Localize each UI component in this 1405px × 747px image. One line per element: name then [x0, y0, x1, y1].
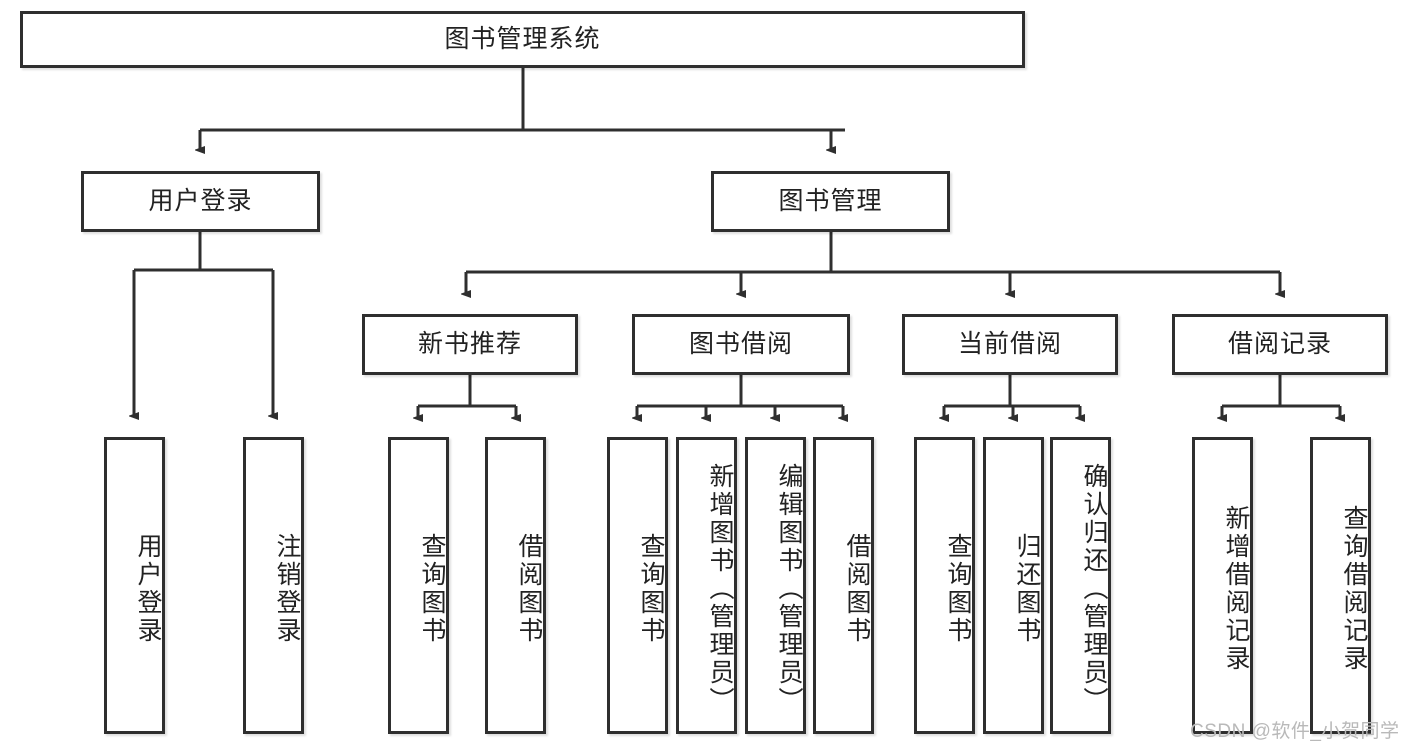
- leaf-borrow-query-book-label: 查询图书: [637, 532, 665, 645]
- leaf-records-add-record-label: 新增借阅记录: [1222, 504, 1250, 673]
- leaf-logout[interactable]: 注销登录: [243, 437, 304, 734]
- node-borrow-records[interactable]: 借阅记录: [1172, 314, 1388, 375]
- node-root[interactable]: 图书管理系统: [20, 11, 1025, 68]
- leaf-borrow-query-book[interactable]: 查询图书: [607, 437, 668, 734]
- leaf-current-return-book-label: 归还图书: [1013, 532, 1041, 645]
- leaf-borrow-add-book-admin[interactable]: 新增图书（管理员）: [676, 437, 737, 734]
- node-book-management[interactable]: 图书管理: [711, 171, 950, 232]
- node-current-borrow[interactable]: 当前借阅: [902, 314, 1118, 375]
- leaf-borrow-edit-book-admin[interactable]: 编辑图书（管理员）: [745, 437, 806, 734]
- leaf-current-query-book[interactable]: 查询图书: [914, 437, 975, 734]
- node-new-book-recommend[interactable]: 新书推荐: [362, 314, 578, 375]
- leaf-borrow-borrow-book[interactable]: 借阅图书: [813, 437, 874, 734]
- leaf-user-login[interactable]: 用户登录: [104, 437, 165, 734]
- node-book-borrow-label: 图书借阅: [688, 329, 793, 358]
- leaf-current-query-book-label: 查询图书: [944, 532, 972, 645]
- leaf-current-return-book[interactable]: 归还图书: [983, 437, 1044, 734]
- leaf-newbooks-borrow-book-label: 借阅图书: [515, 532, 543, 645]
- leaf-records-query-record-label: 查询借阅记录: [1340, 504, 1368, 673]
- leaf-user-login-label: 用户登录: [134, 532, 162, 645]
- leaf-current-confirm-return-admin-label: 确认归还（管理员）: [1080, 462, 1108, 715]
- node-book-management-label: 图书管理: [778, 186, 883, 215]
- node-user-login[interactable]: 用户登录: [81, 171, 320, 232]
- node-user-login-label: 用户登录: [148, 186, 253, 215]
- node-borrow-records-label: 借阅记录: [1227, 329, 1332, 358]
- node-current-borrow-label: 当前借阅: [957, 329, 1062, 358]
- leaf-borrow-edit-book-admin-label: 编辑图书（管理员）: [775, 462, 803, 715]
- node-book-borrow[interactable]: 图书借阅: [632, 314, 850, 375]
- csdn-watermark: CSDN @软件_小贺同学: [1190, 721, 1400, 742]
- leaf-logout-label: 注销登录: [273, 532, 301, 645]
- leaf-newbooks-query-book[interactable]: 查询图书: [388, 437, 449, 734]
- leaf-records-query-record[interactable]: 查询借阅记录: [1310, 437, 1371, 734]
- leaf-newbooks-borrow-book[interactable]: 借阅图书: [485, 437, 546, 734]
- node-new-book-recommend-label: 新书推荐: [417, 329, 522, 358]
- node-root-label: 图书管理系统: [444, 24, 601, 53]
- leaf-borrow-borrow-book-label: 借阅图书: [843, 532, 871, 645]
- leaf-borrow-add-book-admin-label: 新增图书（管理员）: [706, 462, 734, 715]
- leaf-newbooks-query-book-label: 查询图书: [418, 532, 446, 645]
- leaf-current-confirm-return-admin[interactable]: 确认归还（管理员）: [1050, 437, 1111, 734]
- leaf-records-add-record[interactable]: 新增借阅记录: [1192, 437, 1253, 734]
